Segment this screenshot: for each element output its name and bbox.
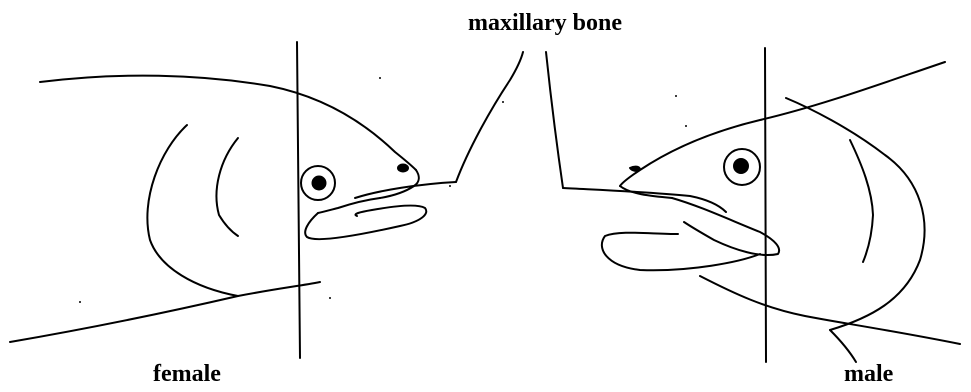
female-lower-jaw <box>305 206 426 240</box>
male-nostril-icon <box>630 167 640 171</box>
female-eye-icon <box>301 166 335 200</box>
male-chin-tail <box>830 330 856 362</box>
female-label: female <box>153 362 221 386</box>
leader-line-female <box>456 52 523 182</box>
male-upper-jaw <box>672 198 779 255</box>
female-nostril-icon <box>398 165 408 172</box>
male-opercle-inner <box>850 140 873 262</box>
male-head-underside <box>700 276 960 344</box>
male-label: male <box>844 362 893 386</box>
leader-line-male <box>546 52 563 188</box>
male-fish-head <box>563 48 960 362</box>
maxillary-bone-label: maxillary bone <box>468 11 622 35</box>
maxillary-leader-lines <box>456 52 563 188</box>
male-head-outline-top <box>620 62 945 186</box>
male-lower-jaw <box>602 233 760 271</box>
male-eye-icon <box>724 149 760 185</box>
female-snout <box>380 170 419 198</box>
male-opercle-outer <box>786 98 925 330</box>
female-vertical-reference-line <box>297 42 300 358</box>
female-opercle-outer <box>147 125 238 296</box>
female-head-outline-top <box>40 76 416 170</box>
male-vertical-reference-line <box>765 48 766 362</box>
female-fish-head <box>10 42 456 358</box>
female-opercle-inner <box>216 138 238 236</box>
female-head-underside <box>10 282 320 342</box>
